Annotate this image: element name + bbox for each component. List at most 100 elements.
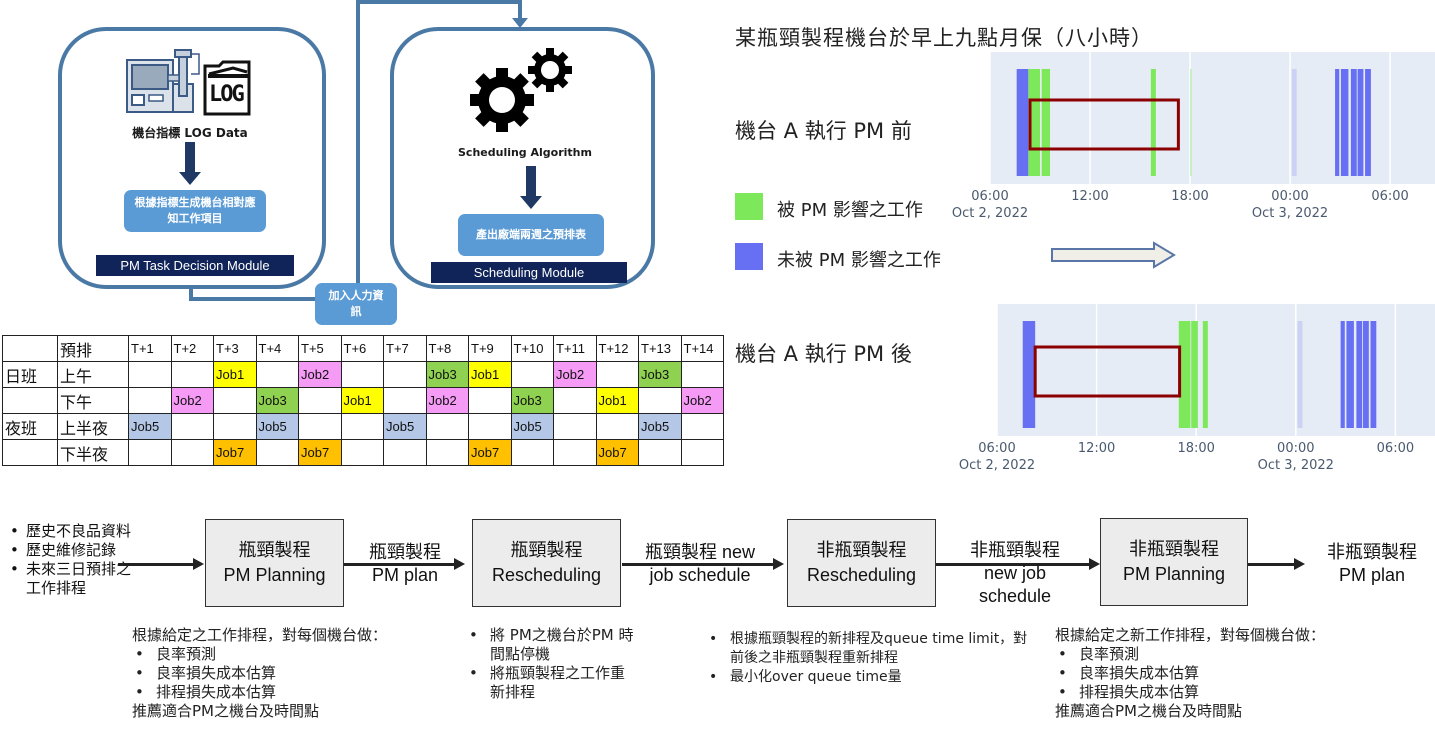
legend-label-unaffected: 未被 PM 影響之工作 xyxy=(777,250,941,271)
pm-scenario-title: 某瓶頸製程機台於早上九點月保（八小時） xyxy=(735,26,1153,50)
flow-arrow xyxy=(622,563,774,566)
job-bar-unaffected xyxy=(1370,321,1377,428)
flow-arrowhead-icon xyxy=(193,558,204,570)
input-item: 歷史不良品資料 xyxy=(8,522,143,541)
column-header: T+12 xyxy=(595,335,639,362)
edge-line: new job xyxy=(983,563,1047,583)
job-bar-unaffected xyxy=(1350,69,1357,176)
job-cell: Job7 xyxy=(298,439,342,466)
input-list: 歷史不良品資料 歷史維修記錄 未來三日預排之工作排程 xyxy=(8,522,143,598)
tick-date: Oct 3, 2022 xyxy=(1257,458,1334,473)
shift-cell xyxy=(2,439,58,466)
tick-time: 06:00 xyxy=(978,441,1016,456)
empty-cell xyxy=(510,361,554,388)
empty-cell xyxy=(170,361,214,388)
desc-item: 排程損失成本估算 xyxy=(132,683,442,702)
flow-arrow xyxy=(1248,563,1295,566)
box-line: 瓶頸製程 xyxy=(510,540,583,560)
job-cell: Job3 xyxy=(638,361,682,388)
job-bar-affected xyxy=(1150,69,1156,176)
job-cell: Job3 xyxy=(425,361,469,388)
output-non-bottleneck-pm-plan: 非瓶頸製程 PM plan xyxy=(1312,541,1432,587)
empty-cell xyxy=(213,413,257,440)
tick-time: 06:00 xyxy=(971,189,1009,204)
legend-swatch-unaffected xyxy=(735,243,763,270)
job-bar-unaffected xyxy=(1365,69,1371,176)
empty-cell xyxy=(340,413,384,440)
down-arrow-icon xyxy=(179,172,201,185)
job-bar-unaffected xyxy=(1022,321,1036,428)
column-header: T+5 xyxy=(298,335,342,362)
column-header: T+8 xyxy=(425,335,469,362)
down-arrow-icon xyxy=(520,196,542,209)
job-cell: Job5 xyxy=(255,413,299,440)
job-cell: Job2 xyxy=(170,387,214,414)
job-cell: Job2 xyxy=(553,361,597,388)
x-tick-label: 18:00 xyxy=(1177,440,1214,457)
job-cell: Job3 xyxy=(255,387,299,414)
job-cell: Job2 xyxy=(680,387,724,414)
x-tick-label: 06:00 xyxy=(1377,440,1414,457)
period-cell: 上午 xyxy=(57,361,129,388)
column-header: T+7 xyxy=(383,335,427,362)
empty-cell xyxy=(383,387,427,414)
input-item: 未來三日預排之工作排程 xyxy=(8,560,143,598)
column-header: T+9 xyxy=(468,335,512,362)
flow-arrowhead-icon xyxy=(1089,558,1100,570)
column-header: T+3 xyxy=(213,335,257,362)
edge-line: 瓶頸製程 xyxy=(369,542,441,562)
empty-cell xyxy=(468,413,512,440)
desc-item: 良率預測 xyxy=(132,645,442,664)
desc-item: 將瓶頸製程之工作重新排程 xyxy=(466,664,636,702)
bottleneck-rescheduling-box: 瓶頸製程 Rescheduling xyxy=(472,519,621,607)
after-pm-label: 機台 A 執行 PM 後 xyxy=(735,342,912,366)
output-line: PM plan xyxy=(1338,565,1406,585)
timeline-chart-before-pm xyxy=(989,52,1435,184)
desc-item: 最小化over queue time量 xyxy=(706,668,1036,687)
tick-time: 18:00 xyxy=(1171,189,1209,204)
non-bottleneck-pm-planning-description: 根據給定之新工作排程，對每個機台做： 良率預測 良率損失成本估算 排程損失成本估… xyxy=(1055,626,1395,721)
job-cell: Job7 xyxy=(595,439,639,466)
connector-line xyxy=(189,297,319,301)
job-cell: Job1 xyxy=(468,361,512,388)
empty-cell xyxy=(298,387,342,414)
edge-line: 非瓶頸製程 xyxy=(970,540,1060,560)
job-cell: Job7 xyxy=(468,439,512,466)
legend-label-affected: 被 PM 影響之工作 xyxy=(777,200,923,221)
job-cell: Job7 xyxy=(213,439,257,466)
empty-cell xyxy=(425,413,469,440)
job-bar-unaffected xyxy=(1363,321,1369,428)
non-bottleneck-rescheduling-description: 根據瓶頸製程的新排程及queue time limit，對前後之非瓶頸製程重新排… xyxy=(706,630,1036,687)
box-line: Rescheduling xyxy=(491,565,602,585)
manual-input-box: 加入人力資訊 xyxy=(315,283,397,325)
job-bar-unaffected xyxy=(1291,69,1297,176)
edge-label-pm-plan: 瓶頸製程 PM plan xyxy=(350,541,460,587)
connector-line xyxy=(356,0,522,4)
output-line: 非瓶頸製程 xyxy=(1327,542,1417,562)
column-header: T+13 xyxy=(638,335,682,362)
empty-cell xyxy=(680,361,724,388)
box-line: 非瓶頸製程 xyxy=(1129,539,1219,559)
empty-cell xyxy=(553,439,597,466)
pm-task-decision-title: PM Task Decision Module xyxy=(96,255,294,276)
empty-cell xyxy=(468,387,512,414)
empty-cell xyxy=(510,439,554,466)
empty-cell xyxy=(680,413,724,440)
pm-window-highlight xyxy=(1033,345,1182,398)
flow-arrowhead-icon xyxy=(454,558,465,570)
job-bar-affected xyxy=(1041,69,1051,176)
pm-planning-description: 根據給定之工作排程，對每個機台做： 良率預測 良率損失成本估算 排程損失成本估算… xyxy=(132,626,442,721)
empty-cell xyxy=(213,387,257,414)
empty-cell xyxy=(553,413,597,440)
column-header: T+4 xyxy=(255,335,299,362)
empty-cell xyxy=(255,361,299,388)
period-cell: 下半夜 xyxy=(57,439,129,466)
down-arrow-icon xyxy=(526,166,536,197)
flow-arrow xyxy=(936,563,1090,566)
plot-background xyxy=(997,304,1435,436)
